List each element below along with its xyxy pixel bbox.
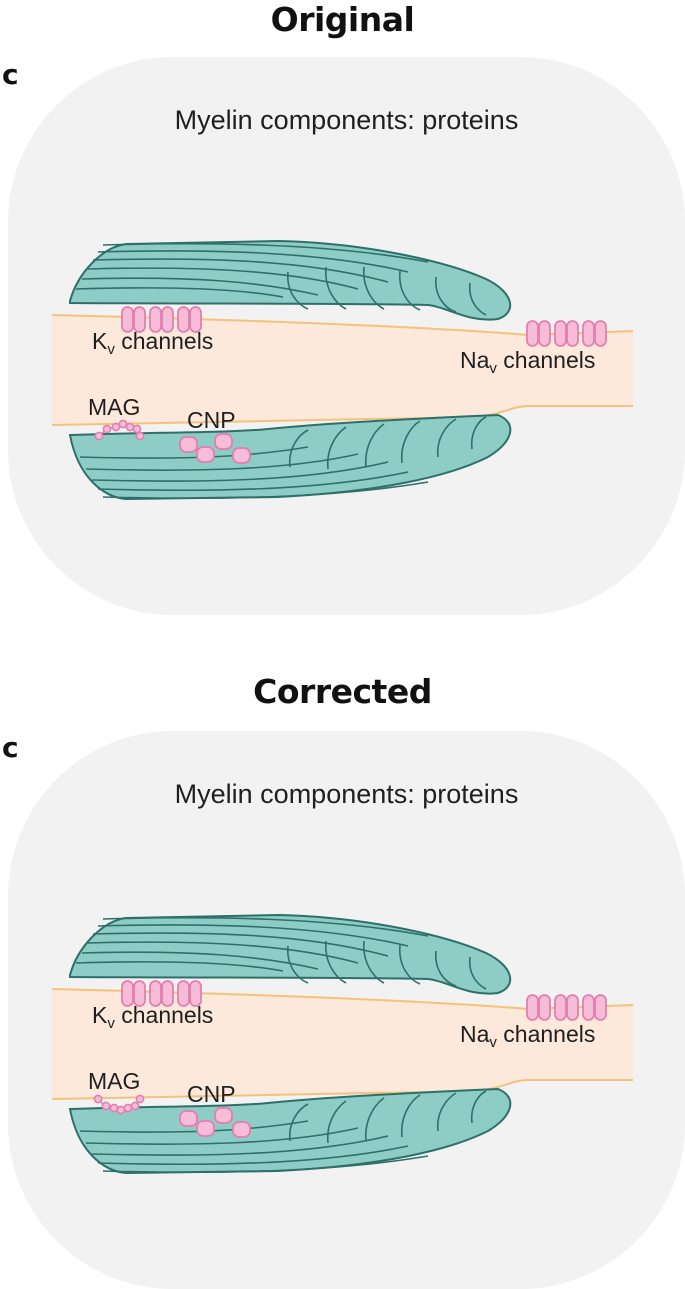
myelin-diagram-original <box>51 239 634 501</box>
panel-title-original: Myelin components: proteins <box>174 105 519 135</box>
mag-proteins <box>93 1094 145 1115</box>
nav-channels-label: Nav channels <box>460 1021 596 1051</box>
cnp-proteins <box>179 1107 251 1138</box>
upper-myelin-sheath <box>69 239 512 321</box>
kv-channels-label: Kv channels <box>92 1002 214 1032</box>
heading-corrected: Corrected <box>253 672 432 711</box>
heading-original: Original <box>270 0 415 39</box>
mag-proteins <box>94 419 145 441</box>
axon <box>52 315 633 425</box>
cnp-label: CNP <box>187 1081 236 1107</box>
myelin-diagram-corrected <box>51 913 634 1175</box>
panel-original: Myelin components: proteins Kv channels … <box>8 57 685 615</box>
cnp-label: CNP <box>187 407 236 433</box>
panel-letter-original: c <box>2 58 19 91</box>
upper-myelin-sheath <box>69 913 512 995</box>
axon-lower-edge <box>51 1079 633 1100</box>
lower-myelin-sheath <box>68 1087 512 1175</box>
nav-channel-proteins <box>526 320 607 347</box>
panel-letter-corrected: c <box>2 731 19 764</box>
mag-label: MAG <box>88 1068 141 1094</box>
kv-channel-proteins <box>121 306 202 333</box>
kv-channels-label: Kv channels <box>92 328 214 358</box>
kv-channel-proteins <box>121 980 202 1007</box>
mag-label: MAG <box>88 394 141 420</box>
axon-lower-edge <box>51 405 633 426</box>
nav-channels-label: Nav channels <box>460 347 596 377</box>
lower-myelin-sheath <box>68 413 512 501</box>
panel-title-corrected: Myelin components: proteins <box>174 779 519 809</box>
nav-channel-proteins <box>526 994 607 1021</box>
cnp-proteins <box>179 433 251 464</box>
panel-corrected: Myelin components: proteins Kv channels … <box>8 731 685 1289</box>
axon <box>52 989 633 1099</box>
